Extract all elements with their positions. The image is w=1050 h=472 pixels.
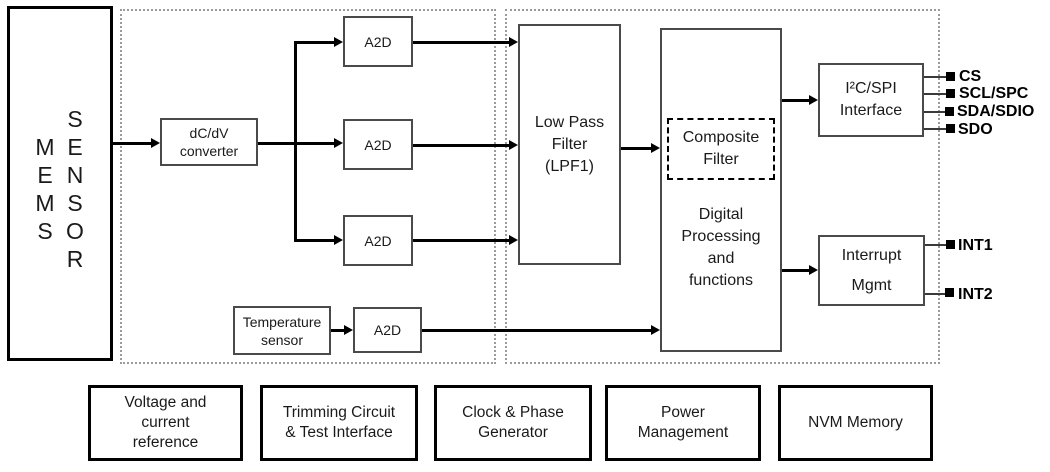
arrow-mems-to-dcdv	[113, 141, 152, 145]
pin-line-cs	[924, 76, 947, 78]
branch-vertical-line	[294, 40, 297, 242]
nvm-memory-label: NVM Memory	[808, 414, 903, 431]
low-pass-filter-label: Low Pass Filter (LPF1)	[534, 113, 605, 175]
composite-filter-label: Composite Filter	[682, 129, 760, 168]
digital-section-container	[505, 9, 940, 364]
pin-line-int2	[925, 293, 947, 295]
a2d-block-1: A2D	[343, 16, 413, 67]
dcdv-converter-label: dC/dV converter	[179, 125, 239, 159]
sensor-letter: R	[66, 245, 84, 272]
arrowhead-icon	[509, 234, 518, 245]
a2d-label: A2D	[364, 136, 392, 153]
arrowhead-icon	[344, 324, 353, 335]
a2d-label: A2D	[364, 232, 392, 249]
pin-label-scl-spc: SCL/SPC	[959, 85, 1029, 102]
a2d-block-2: A2D	[343, 119, 413, 170]
arrow-dp-to-interrupt	[782, 268, 809, 272]
temperature-sensor-block: Temperature sensor	[233, 306, 331, 355]
low-pass-filter-block: Low Pass Filter (LPF1)	[518, 24, 621, 265]
pin-pad-icon	[945, 107, 954, 116]
interrupt-mgmt-block: Interrupt Mgmt	[818, 235, 925, 306]
pin-pad-icon	[945, 288, 954, 297]
pin-label-sdo: SDO	[958, 121, 993, 138]
arrow-temp-to-a2d	[331, 328, 345, 332]
analog-front-end-container	[120, 9, 496, 364]
a2d-block-3: A2D	[343, 215, 413, 266]
arrowhead-icon	[809, 94, 818, 105]
arrowhead-icon	[509, 139, 518, 150]
voltage-current-reference-label: Voltage and current reference	[124, 394, 207, 451]
trimming-circuit-test-interface-block: Trimming Circuit & Test Interface	[260, 385, 418, 461]
mems-letter: M	[35, 189, 55, 216]
pin-line-sda-sdio	[924, 111, 947, 113]
trimming-circuit-test-interface-label: Trimming Circuit & Test Interface	[282, 404, 396, 441]
arrow-tempa2d-to-dp	[422, 328, 651, 332]
pin-line-sdo	[924, 128, 947, 130]
voltage-current-reference-block: Voltage and current reference	[88, 385, 243, 461]
temperature-sensor-label: Temperature sensor	[242, 313, 322, 348]
power-management-block: Power Management	[605, 385, 761, 461]
pin-label-sda-sdio: SDA/SDIO	[957, 103, 1035, 120]
dcdv-converter-block: dC/dV converter	[160, 118, 258, 166]
mems-letter: S	[37, 217, 53, 244]
clock-phase-generator-block: Clock & Phase Generator	[434, 385, 592, 461]
digital-processing-block: Composite Filter Digital Processing and …	[660, 28, 782, 352]
arrow-branch-to-a2d3	[294, 238, 334, 242]
arrow-a2d3-to-lpf	[413, 238, 509, 242]
pin-line-int1	[925, 244, 947, 246]
pin-label-int2: INT2	[958, 286, 993, 303]
a2d-label: A2D	[364, 33, 392, 50]
arrow-dp-to-i2c	[782, 98, 809, 102]
arrowhead-icon	[651, 324, 660, 335]
arrow-lpf-to-dp	[621, 146, 651, 150]
interrupt-mgmt-label: Interrupt Mgmt	[841, 246, 902, 294]
pin-label-cs: CS	[959, 68, 982, 85]
digital-processing-label: Digital Processing and functions	[681, 206, 761, 289]
sensor-letter: O	[66, 217, 84, 244]
pin-pad-icon	[946, 240, 955, 249]
pin-line-scl-spc	[924, 93, 947, 95]
pin-pad-icon	[946, 72, 955, 81]
arrowhead-icon	[151, 137, 160, 148]
arrow-branch-to-a2d1	[294, 40, 334, 44]
arrowhead-icon	[809, 264, 818, 275]
arrowhead-icon	[334, 137, 343, 148]
i2c-spi-interface-block: I²C/SPI Interface	[818, 63, 924, 137]
composite-filter-block: Composite Filter	[667, 118, 775, 180]
arrowhead-icon	[651, 142, 660, 153]
sensor-letter: N	[66, 161, 84, 188]
nvm-memory-block: NVM Memory	[778, 385, 933, 461]
mems-letter	[30, 245, 60, 273]
i2c-spi-interface-label: I²C/SPI Interface	[839, 80, 903, 119]
mems-letter	[30, 105, 60, 133]
sensor-letter: S	[67, 105, 83, 132]
a2d-block-temperature: A2D	[353, 307, 422, 353]
pin-pad-icon	[946, 124, 955, 133]
clock-phase-generator-label: Clock & Phase Generator	[462, 404, 564, 441]
pin-label-int1: INT1	[958, 237, 993, 254]
pin-pad-icon	[946, 89, 955, 98]
sensor-letter: S	[67, 189, 83, 216]
arrow-a2d2-to-lpf	[413, 143, 509, 147]
power-management-label: Power Management	[637, 404, 729, 441]
mems-letter: M	[35, 133, 55, 160]
a2d-label: A2D	[373, 322, 402, 338]
arrowhead-icon	[334, 234, 343, 245]
sensor-letter: E	[67, 133, 83, 160]
mems-letter: E	[37, 161, 53, 188]
arrowhead-icon	[509, 36, 518, 47]
arrow-a2d1-to-lpf	[413, 40, 509, 44]
arrowhead-icon	[334, 36, 343, 47]
